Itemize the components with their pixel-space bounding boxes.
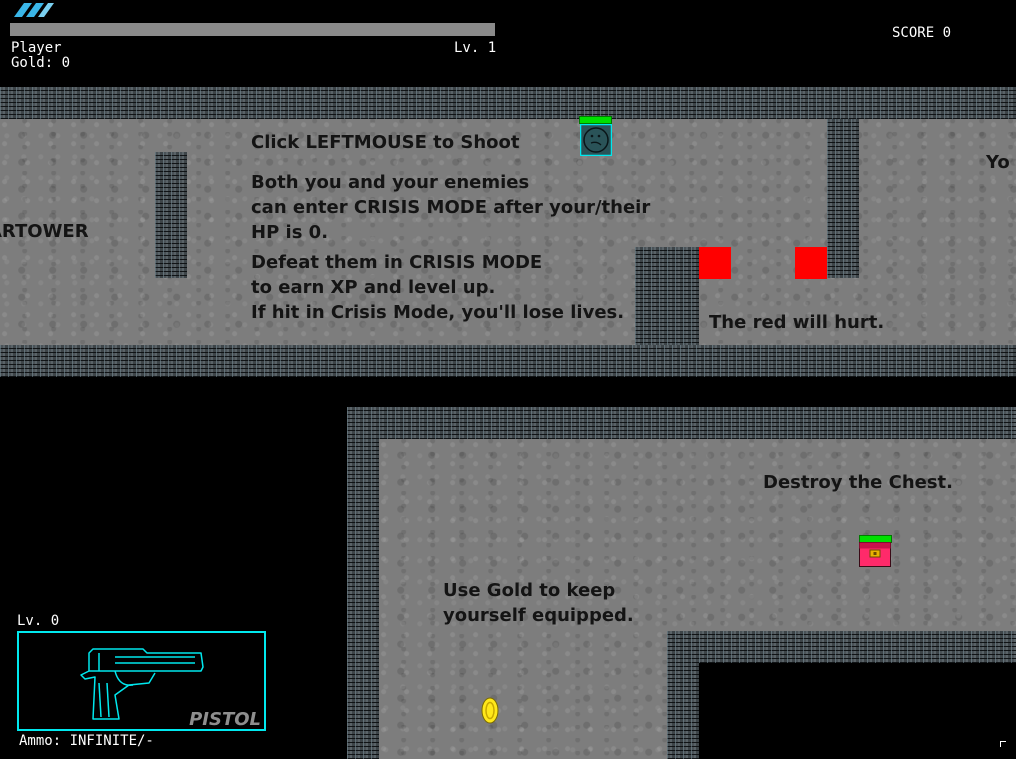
player-face-icon <box>580 124 612 156</box>
lower-room-ledge-top <box>667 631 1016 663</box>
upper-room-top-wall <box>0 87 1016 119</box>
player-name: Player <box>11 40 62 56</box>
void-area <box>699 663 1016 759</box>
hint-edge-partial: Yo <box>986 152 1010 173</box>
hint-crisis-line-1: Both you and your enemies <box>251 172 530 193</box>
xp-bar <box>10 23 495 36</box>
pillar-right <box>827 119 859 278</box>
hint-chest: Destroy the Chest. <box>763 472 953 493</box>
hint-gold-line-2: yourself equipped. <box>443 605 634 626</box>
double-slash-logo-icon <box>14 3 54 17</box>
red-hazard-block <box>795 247 827 279</box>
player-level: Lv. 1 <box>454 40 497 56</box>
ammo-counter: Ammo: INFINITE/- <box>19 733 154 749</box>
pillar-left <box>155 152 187 278</box>
cursor-corner-icon <box>1000 741 1006 747</box>
lower-room-left-wall <box>347 439 379 759</box>
hint-defeat-line-1: Defeat them in CRISIS MODE <box>251 252 543 273</box>
hint-crisis-line-3: HP is 0. <box>251 222 329 243</box>
treasure-chest-icon[interactable] <box>859 542 891 567</box>
lower-room-ledge-side <box>667 663 699 759</box>
score-counter: SCORE 0 <box>892 25 952 41</box>
red-hazard-block <box>699 247 731 279</box>
player-health-bar <box>579 116 612 124</box>
upper-room-bottom-wall <box>0 345 1016 377</box>
hint-crisis-line-2: can enter CRISIS MODE after your/their <box>251 197 651 218</box>
gold-counter: Gold: 0 <box>11 55 71 71</box>
hint-shoot: Click LEFTMOUSE to Shoot <box>251 132 520 153</box>
hint-defeat-line-2: to earn XP and level up. <box>251 277 496 298</box>
gold-coin-icon[interactable] <box>481 697 499 724</box>
weapon-panel[interactable]: PISTOL <box>17 631 266 731</box>
lower-room-top-wall <box>347 407 1016 439</box>
hint-red-hazard: The red will hurt. <box>709 312 885 333</box>
hint-defeat-line-3: If hit in Crisis Mode, you'll lose lives… <box>251 302 625 323</box>
hint-tower-partial: ARTOWER <box>0 221 89 242</box>
weapon-level: Lv. 0 <box>17 613 60 629</box>
weapon-name: PISTOL <box>189 709 261 730</box>
center-block <box>635 247 699 345</box>
pistol-icon <box>80 648 204 720</box>
hint-gold-line-1: Use Gold to keep <box>443 580 616 601</box>
